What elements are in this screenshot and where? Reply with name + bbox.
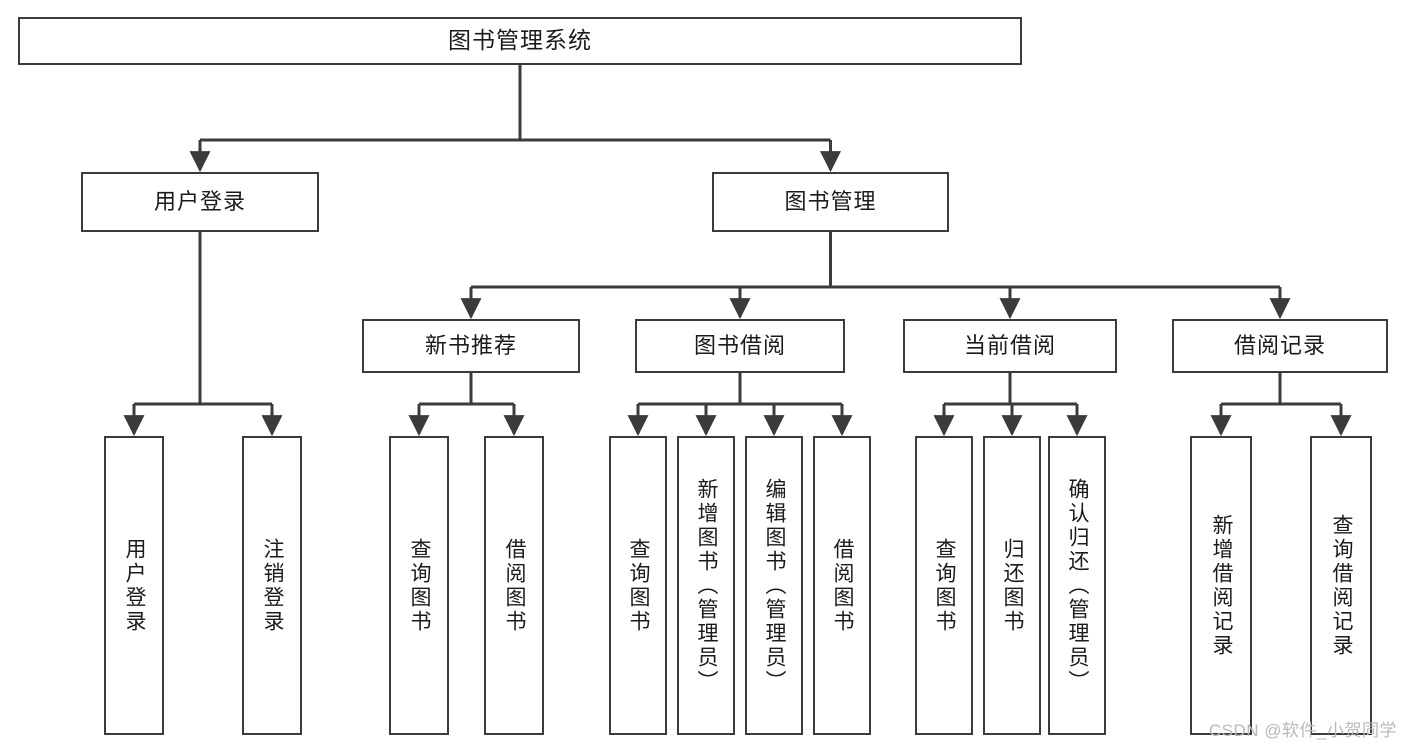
node-leaf-borrow-book-1[interactable]: 借阅图书 [484,436,544,735]
node-book-borrow[interactable]: 图书借阅 [635,319,845,373]
node-label: 注销登录 [261,537,285,634]
node-book-manage[interactable]: 图书管理 [712,172,949,232]
node-label: 查询借阅记录 [1330,513,1354,658]
node-label: 借阅图书 [503,537,527,634]
node-user-login[interactable]: 用户登录 [81,172,319,232]
node-leaf-user-login[interactable]: 用户登录 [104,436,164,735]
csdn-watermark: CSDN @软件_小贺同学 [1208,721,1397,740]
node-leaf-add-book[interactable]: 新增图书（管理员） [677,436,735,735]
node-new-book-recommend[interactable]: 新书推荐 [362,319,580,373]
node-label: 借阅图书 [831,537,855,634]
node-root[interactable]: 图书管理系统 [18,17,1022,65]
node-leaf-query-borrow-record[interactable]: 查询借阅记录 [1310,436,1372,735]
node-leaf-user-logout[interactable]: 注销登录 [242,436,302,735]
node-label: 图书管理 [784,189,877,215]
node-label: 新增图书（管理员） [695,477,719,694]
node-label: 归还图书 [1001,537,1025,634]
node-current-borrow[interactable]: 当前借阅 [903,319,1117,373]
node-leaf-borrow-book-2[interactable]: 借阅图书 [813,436,871,735]
node-label: 查询图书 [933,537,957,634]
node-label: 查询图书 [408,537,432,634]
node-leaf-return-book[interactable]: 归还图书 [983,436,1041,735]
node-label: 图书借阅 [693,333,786,359]
node-label: 确认归还（管理员） [1066,477,1090,694]
node-borrow-record[interactable]: 借阅记录 [1172,319,1388,373]
node-label: 当前借阅 [963,333,1056,359]
node-label: 图书管理系统 [448,27,592,54]
node-leaf-query-book-3[interactable]: 查询图书 [915,436,973,735]
node-leaf-query-book-2[interactable]: 查询图书 [609,436,667,735]
node-leaf-edit-book[interactable]: 编辑图书（管理员） [745,436,803,735]
node-label: 编辑图书（管理员） [763,477,787,694]
node-label: 借阅记录 [1233,333,1326,359]
node-label: 查询图书 [627,537,651,634]
node-label: 新书推荐 [424,333,517,359]
node-leaf-add-borrow-record[interactable]: 新增借阅记录 [1190,436,1252,735]
node-label: 新增借阅记录 [1210,513,1234,658]
node-label: 用户登录 [153,189,246,215]
node-label: 用户登录 [123,537,147,634]
node-leaf-query-book-1[interactable]: 查询图书 [389,436,449,735]
node-leaf-confirm-return[interactable]: 确认归还（管理员） [1048,436,1106,735]
